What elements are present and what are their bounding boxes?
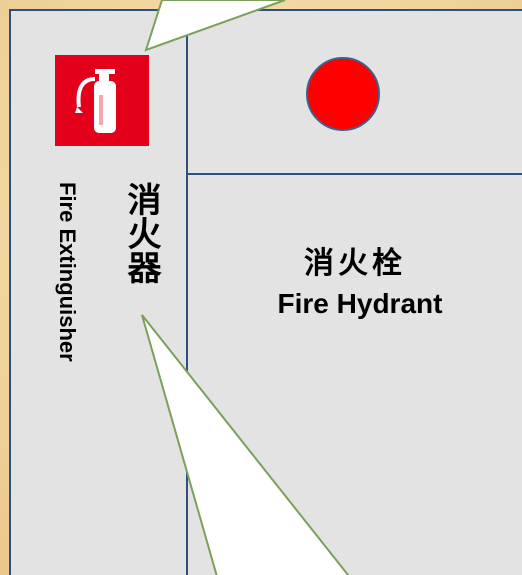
top-callout-pointer — [144, 0, 286, 52]
hydrant-label-en: Fire Hydrant — [277, 288, 443, 319]
hydrant-label-cn: 消火栓 — [304, 246, 406, 281]
fire-extinguisher-icon — [55, 55, 149, 146]
hydrant-marker — [306, 57, 380, 131]
bottom-callout-pointer — [141, 314, 350, 575]
extinguisher-label-en: Fire Extinguisher — [55, 182, 80, 362]
extinguisher-label-cn: 消火器 — [121, 182, 161, 284]
